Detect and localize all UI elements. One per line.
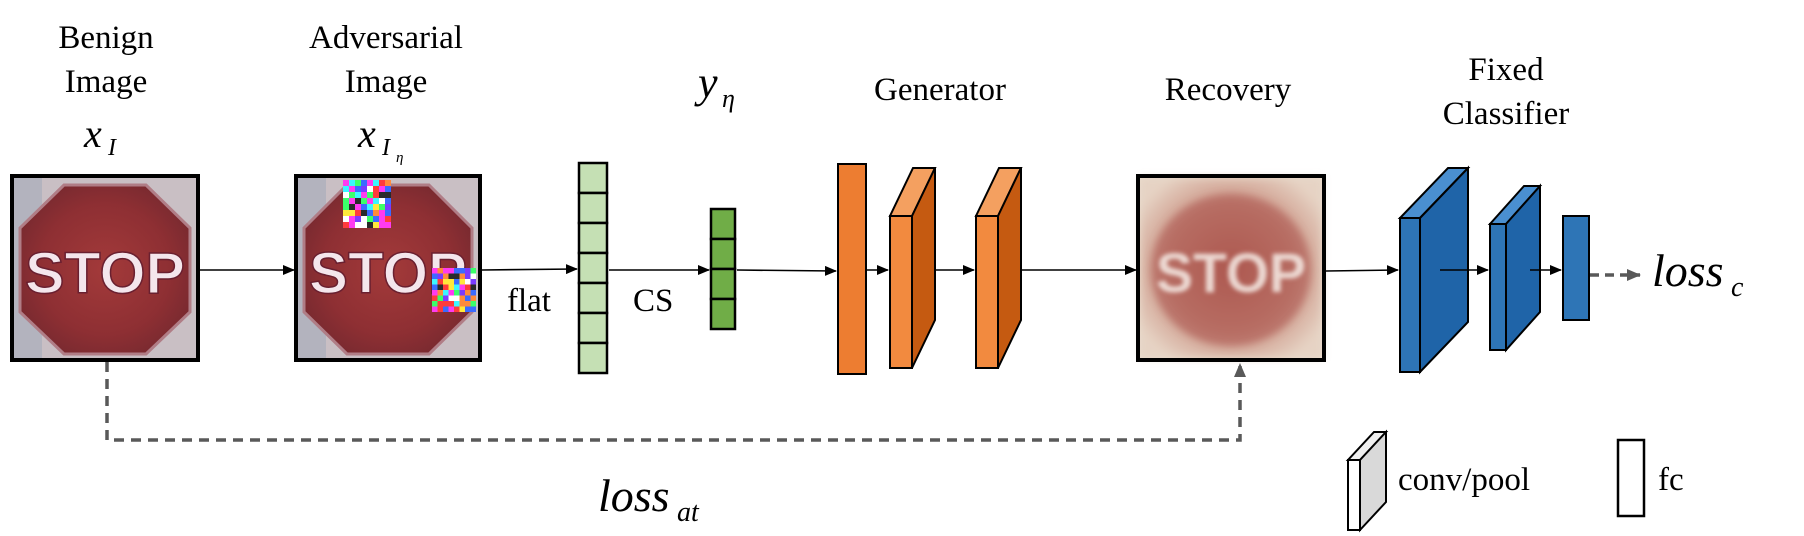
loss-c-subscript: c [1731,272,1744,303]
loss-c-symbol: loss [1652,245,1724,296]
legend-fc-label: fc [1658,462,1684,498]
flat-label: flat [507,283,551,319]
generator-network [837,163,1023,375]
y-eta-symbol: y [694,58,718,107]
benign-math-subscript: I [107,135,117,161]
adversarial-image-title-line2: Image [345,64,427,100]
generator-fc-layer [837,163,867,375]
generator-label: Generator [874,72,1006,108]
flat-vector-cell [577,281,609,315]
legend-conv-pool-icon [1345,429,1389,533]
flattened-vector [577,161,609,375]
legend-conv-pool-label: conv/pool [1398,462,1530,498]
loss-c-label: loss c [1652,245,1744,303]
arrow-cs-to-generator [736,265,837,276]
loss-at-subscript: at [677,497,700,528]
stop-sign-text: STOP [25,241,185,306]
generator-conv-layer-1 [888,167,937,369]
cs-vector-cell [709,297,737,331]
fixed-classifier-label-line2: Classifier [1443,96,1569,132]
adversarial-math-subscript: I [381,135,391,161]
benign-image-title-line1: Benign [58,20,153,56]
dashed-path-benign-to-recovery [105,362,1246,442]
classifier-fc-layer [1562,215,1590,321]
adversarial-math-label: x I η [357,111,403,166]
generator-conv-layer-2 [974,167,1023,369]
flat-vector-cell [577,161,609,195]
stop-sign-octagon [18,183,192,356]
loss-arrows [105,269,1641,442]
flat-vector-cell [577,311,609,345]
recovery-image: STOP [1136,174,1326,362]
recovery-stop-sign-text: STOP [1156,241,1306,304]
benign-image: STOP [10,174,200,362]
adversarial-math-subsubscript: η [396,150,403,166]
arrow-adversarial-to-flat [481,264,578,275]
legend: conv/pool fc [1345,429,1684,533]
adversarial-math-symbol: x [357,111,376,156]
flat-vector-cell [577,251,609,285]
loss-at-label: loss at [598,470,700,528]
compressed-sensing-vector [709,207,737,331]
flow-arrows [200,264,1562,276]
y-eta-subscript: η [722,84,735,113]
fixed-classifier-label-line1: Fixed [1468,52,1544,88]
cs-vector-cell [709,267,737,301]
loss-at-symbol: loss [598,470,670,521]
adversarial-patch-top [343,180,391,228]
benign-math-symbol: x [83,111,102,156]
recovery-label: Recovery [1165,72,1292,108]
benign-math-label: x I [83,111,117,161]
flat-vector-cell [577,191,609,225]
flat-vector-cell [577,221,609,255]
classifier-conv-layer-2 [1487,183,1543,353]
adversarial-image: STOP [294,174,482,362]
cs-label: CS [633,283,673,319]
legend-fc-icon [1616,438,1646,518]
benign-image-title-line2: Image [65,64,147,100]
flat-vector-cell [577,341,609,375]
adversarial-image-title-line1: Adversarial [309,20,463,56]
adversarial-patch-right [432,268,476,312]
cs-vector-cell [709,237,737,271]
arrow-recovery-to-classifier [1325,265,1399,276]
cs-vector-cell [709,207,737,241]
y-eta-label: y η [694,58,735,113]
